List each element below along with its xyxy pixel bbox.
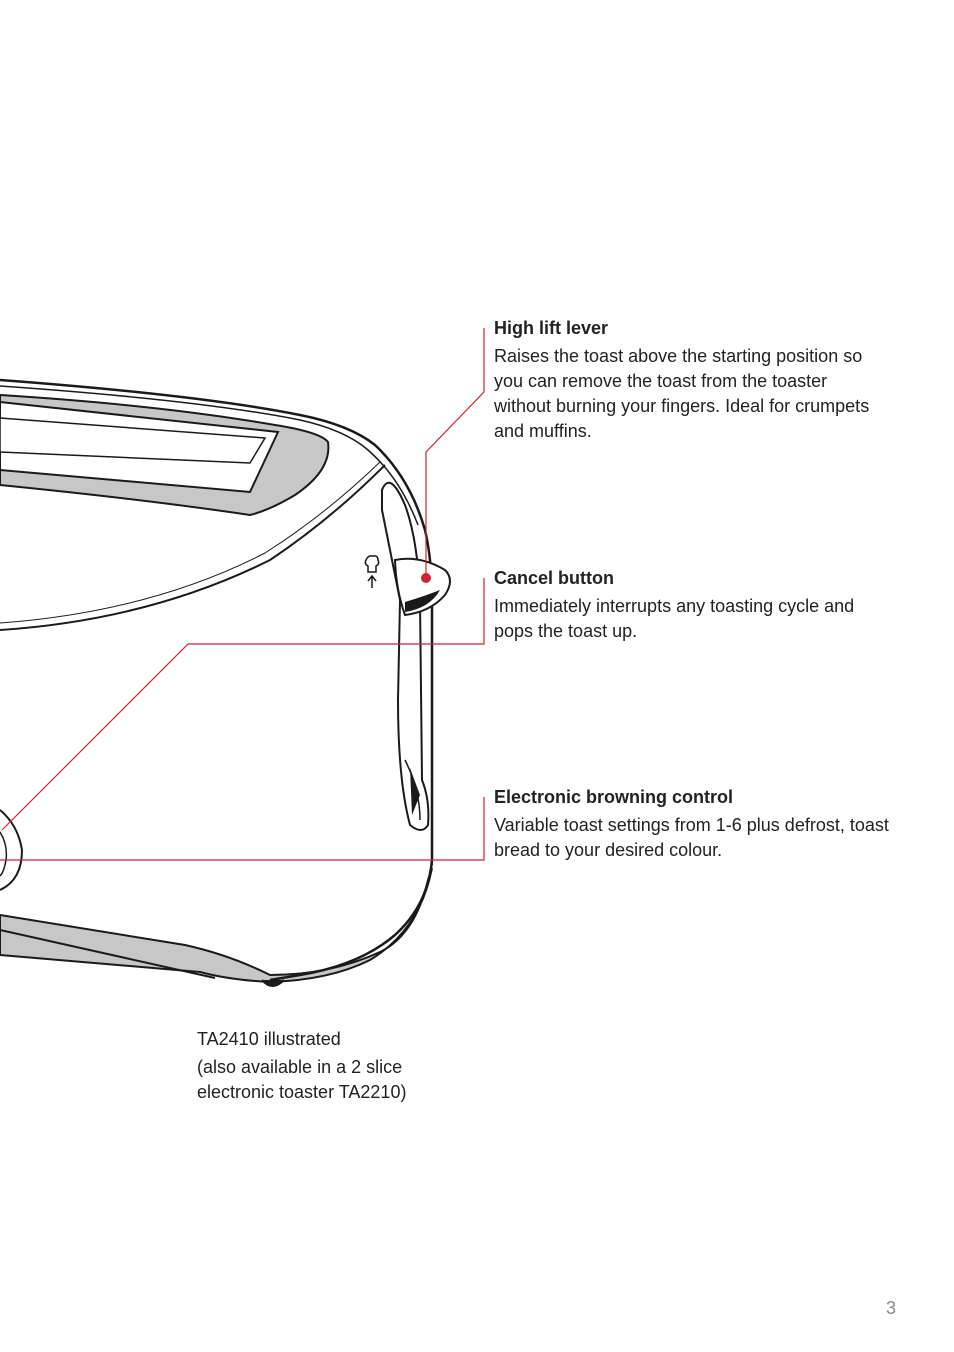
leader-line-browning xyxy=(0,797,485,861)
toast-pop-up-icon xyxy=(364,555,380,588)
leader-line-lever xyxy=(425,328,485,578)
toaster-base-band xyxy=(0,867,433,984)
callout-title: High lift lever xyxy=(494,318,609,338)
leader-line-cancel xyxy=(1,578,485,831)
callout-body: Immediately interrupts any toasting cycl… xyxy=(494,596,855,641)
callout-title: Electronic browning control xyxy=(494,787,734,807)
page-number: 3 xyxy=(886,1298,897,1318)
lever-channel xyxy=(381,481,430,831)
callout-cancel-button: Cancel button Immediately interrupts any… xyxy=(494,566,914,644)
callout-body: Raises the toast above the starting posi… xyxy=(494,346,870,441)
callout-high-lift-lever: High lift lever Raises the toast above t… xyxy=(494,316,914,444)
callout-body: Variable toast settings from 1-6 plus de… xyxy=(494,815,889,860)
callout-browning-control: Electronic browning control Variable toa… xyxy=(494,785,914,863)
browning-control-dial[interactable] xyxy=(0,809,24,891)
illustration-caption: TA2410 illustrated (also available in a … xyxy=(197,1027,457,1108)
cancel-button-marker xyxy=(421,573,431,583)
caption-note: (also available in a 2 slice electronic … xyxy=(197,1057,407,1102)
toaster-foot xyxy=(261,979,285,987)
caption-model: TA2410 illustrated xyxy=(197,1029,341,1049)
callout-title: Cancel button xyxy=(494,568,614,588)
toaster-body-outline xyxy=(0,378,434,982)
